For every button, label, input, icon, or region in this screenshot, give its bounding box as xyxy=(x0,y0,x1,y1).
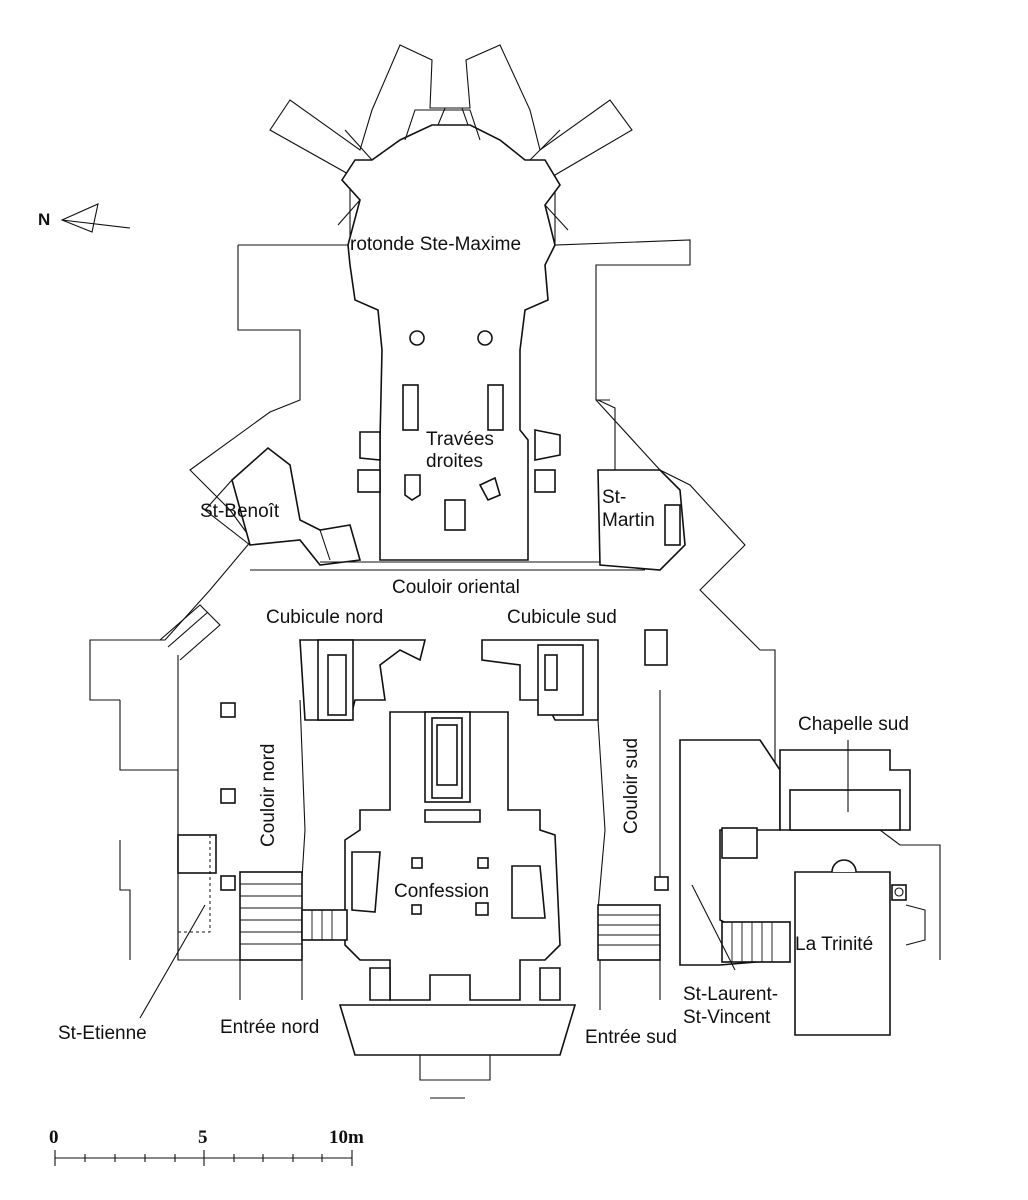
label-st-laurent-2: St-Vincent xyxy=(683,1007,771,1028)
label-st-martin-2: Martin xyxy=(602,510,655,531)
north-arrow: N xyxy=(38,203,131,233)
label-confession: Confession xyxy=(394,881,489,902)
scale-tick-10: 10m xyxy=(329,1127,364,1148)
label-st-benoit: St-Benoît xyxy=(200,501,280,522)
scale-tick-5: 5 xyxy=(198,1127,208,1148)
confession-block xyxy=(338,711,577,1099)
st-martin-chapel xyxy=(597,399,686,571)
couloir-oriental xyxy=(250,561,645,571)
label-st-martin-1: St- xyxy=(602,487,626,508)
north-arrow-icon xyxy=(60,203,131,233)
label-travees-1: Travées xyxy=(426,429,494,450)
label-chapelle-sud: Chapelle sud xyxy=(798,714,909,735)
label-couloir-nord: Couloir nord xyxy=(258,744,279,848)
label-st-laurent-1: St-Laurent- xyxy=(683,984,778,1005)
label-st-etienne: St-Etienne xyxy=(58,1023,147,1044)
north-side-passage xyxy=(159,604,221,661)
label-cubicule-nord: Cubicule nord xyxy=(266,607,383,628)
entree-nord-steps xyxy=(239,871,348,1000)
label-entree-sud: Entrée sud xyxy=(585,1027,677,1048)
st-benoit-chapel xyxy=(204,446,362,566)
label-entree-nord: Entrée nord xyxy=(220,1017,319,1038)
scale-tick-0: 0 xyxy=(49,1127,59,1148)
la-trinite-chapel xyxy=(794,859,926,1036)
label-rotonde: rotonde Ste-Maxime xyxy=(350,234,521,255)
couloir-sud xyxy=(597,690,669,911)
scale-bar: 0 5 10m xyxy=(49,1127,364,1166)
cubicule-nord xyxy=(299,639,427,721)
cubicule-sud xyxy=(481,629,668,721)
label-couloir-sud: Couloir sud xyxy=(621,738,642,834)
label-travees-2: droites xyxy=(426,451,483,472)
north-label: N xyxy=(38,210,50,229)
label-couloir-oriental: Couloir oriental xyxy=(392,577,520,598)
label-cubicule-sud: Cubicule sud xyxy=(507,607,617,628)
rotonde-ste-maxime xyxy=(337,107,569,561)
st-laurent-st-vincent-chapel xyxy=(679,739,791,971)
label-la-trinite: La Trinité xyxy=(795,934,873,955)
entree-sud-steps xyxy=(597,904,661,1010)
chapelle-sud xyxy=(779,740,911,831)
room-labels: rotonde Ste-Maxime Travées droites St-Be… xyxy=(58,234,909,1048)
leader-lines xyxy=(139,904,206,1019)
